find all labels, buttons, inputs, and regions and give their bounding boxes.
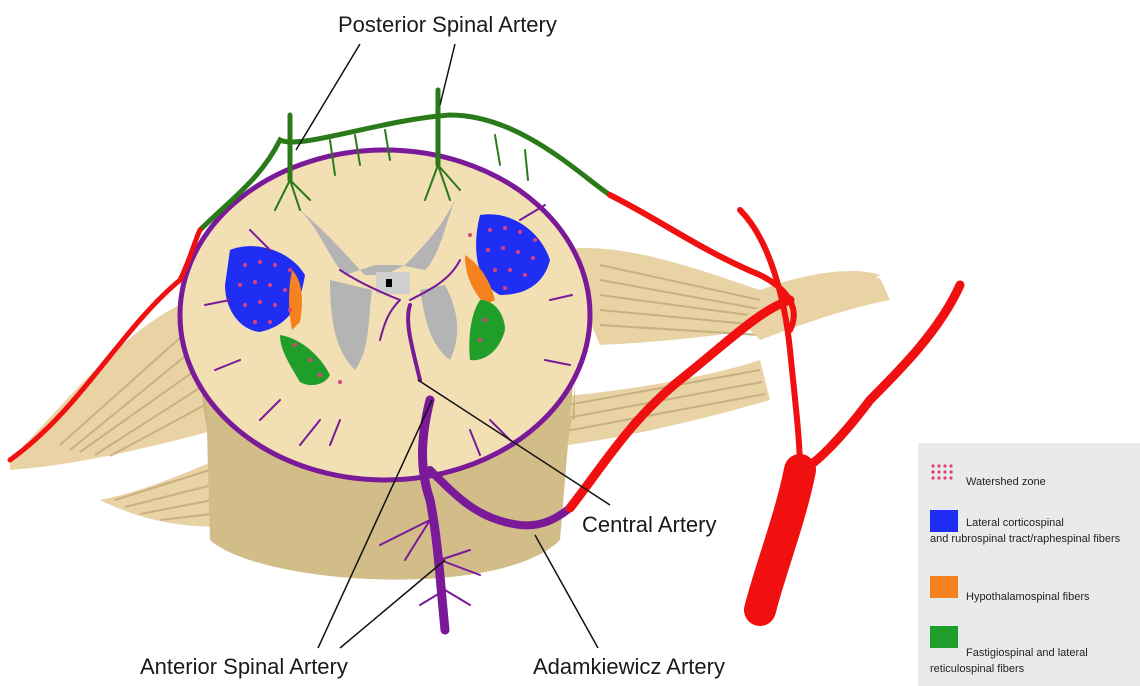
legend-panel: Watershed zone Lateral corticospinal and…	[918, 443, 1140, 686]
legend-text-watershed: Watershed zone	[966, 475, 1046, 489]
legend-text-hypothalamospinal: Hypothalamospinal fibers	[966, 590, 1090, 604]
legend-text-corticospinal-2: and rubrospinal tract/raphespinal fibers	[930, 532, 1120, 546]
label-anterior-spinal-artery: Anterior Spinal Artery	[140, 654, 348, 680]
fastigiospinal-swatch	[930, 626, 958, 648]
legend-text-fastigiospinal-1: Fastigiospinal and lateral	[966, 646, 1088, 660]
hypothalamospinal-swatch	[930, 576, 958, 598]
legend-text-corticospinal-1: Lateral corticospinal	[966, 516, 1064, 530]
watershed-swatch-icon	[930, 463, 958, 485]
label-central-artery: Central Artery	[582, 512, 717, 538]
label-adamkiewicz-artery: Adamkiewicz Artery	[533, 654, 725, 680]
legend-text-fastigiospinal-2: reticulospinal fibers	[930, 662, 1024, 676]
corticospinal-swatch	[930, 510, 958, 532]
label-posterior-spinal-artery: Posterior Spinal Artery	[338, 12, 557, 38]
